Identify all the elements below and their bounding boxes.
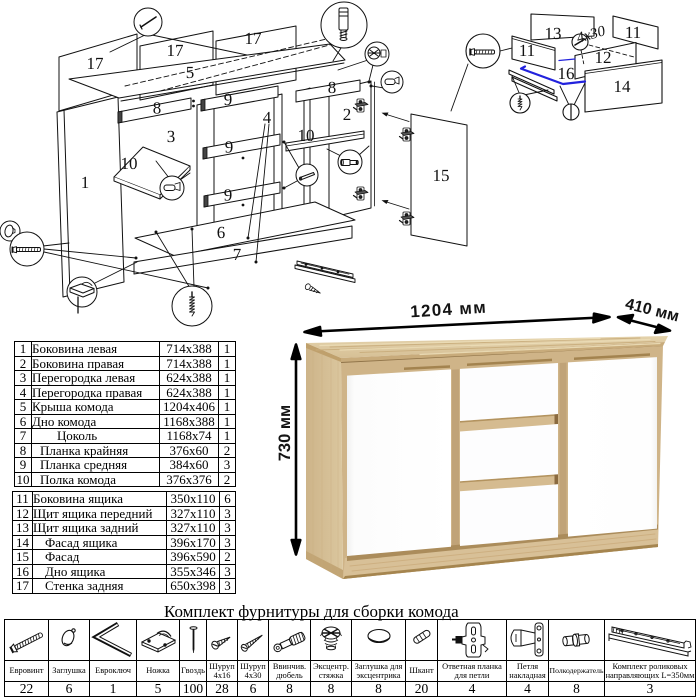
- svg-text:17: 17: [167, 41, 185, 60]
- svg-text:2: 2: [343, 105, 352, 124]
- svg-text:14: 14: [614, 77, 632, 96]
- svg-text:6: 6: [217, 223, 226, 242]
- svg-text:17: 17: [245, 29, 263, 48]
- svg-text:730 мм: 730 мм: [276, 405, 294, 462]
- svg-text:10: 10: [121, 154, 138, 173]
- svg-text:12: 12: [595, 48, 612, 67]
- svg-text:9: 9: [224, 186, 233, 205]
- svg-text:4: 4: [263, 108, 272, 127]
- svg-text:7: 7: [233, 245, 242, 264]
- svg-text:5: 5: [186, 63, 195, 82]
- svg-text:4х30: 4х30: [575, 23, 608, 47]
- svg-text:15: 15: [433, 166, 450, 185]
- svg-text:17: 17: [87, 54, 105, 73]
- svg-text:9: 9: [224, 90, 233, 109]
- svg-text:1: 1: [81, 173, 90, 192]
- svg-text:3: 3: [167, 127, 176, 146]
- svg-text:8: 8: [153, 99, 162, 118]
- svg-text:8: 8: [328, 78, 337, 97]
- svg-text:11: 11: [519, 41, 535, 60]
- svg-text:1204 мм: 1204 мм: [410, 298, 488, 322]
- svg-text:9: 9: [225, 138, 234, 157]
- svg-text:10: 10: [298, 126, 315, 145]
- svg-text:13: 13: [545, 24, 562, 43]
- svg-text:11: 11: [625, 23, 641, 42]
- svg-text:16: 16: [558, 64, 575, 83]
